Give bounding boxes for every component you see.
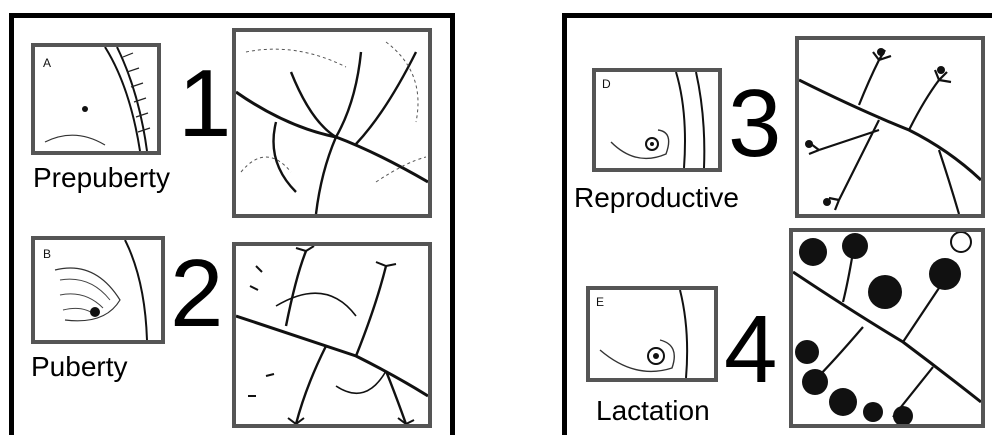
stage-label-lactation: Lactation bbox=[596, 397, 710, 425]
lactation-photo: E bbox=[586, 286, 718, 382]
stage-number-2: 2 bbox=[170, 246, 223, 342]
puberty-duct-illustration bbox=[232, 242, 432, 428]
stage-number-3: 3 bbox=[728, 76, 781, 172]
lactation-duct-illustration bbox=[789, 228, 985, 428]
prepuberty-duct-illustration bbox=[232, 28, 432, 218]
stage-number-4: 4 bbox=[724, 302, 777, 398]
stage-label-reproductive: Reproductive bbox=[574, 184, 739, 212]
stage-number-1: 1 bbox=[178, 56, 231, 152]
reproductive-duct-illustration bbox=[795, 36, 985, 218]
photo-letter: A bbox=[43, 56, 51, 70]
photo-letter: D bbox=[602, 77, 611, 91]
puberty-photo: B bbox=[31, 236, 165, 344]
reproductive-photo: D bbox=[592, 68, 722, 172]
stage-label-puberty: Puberty bbox=[31, 353, 128, 381]
prepuberty-photo: A bbox=[31, 43, 161, 155]
stage-label-prepuberty: Prepuberty bbox=[33, 164, 170, 192]
photo-letter: E bbox=[596, 295, 604, 309]
photo-letter: B bbox=[43, 247, 51, 261]
